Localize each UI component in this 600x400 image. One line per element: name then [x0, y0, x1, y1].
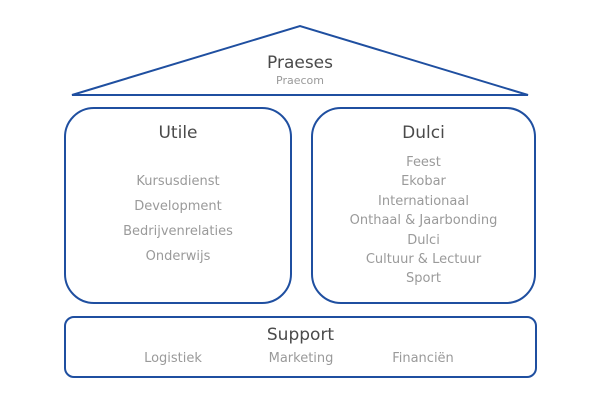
list-item: Kursusdienst	[136, 174, 220, 189]
list-item: Ekobar	[401, 174, 446, 190]
list-item: Financiën	[392, 351, 454, 366]
pillar-title: Dulci	[402, 123, 445, 143]
list-item: Development	[134, 199, 222, 214]
support-foundation: Support Logistiek Marketing Financiën	[64, 316, 537, 378]
list-item: Onthaal & Jaarbonding	[349, 213, 498, 229]
roof-triangle	[71, 24, 529, 96]
pillar-utile: Utile Kursusdienst Development Bedrijven…	[64, 107, 292, 304]
list-item: Cultuur & Lectuur	[365, 251, 482, 267]
list-item: Onderwijs	[145, 249, 211, 264]
roof-subtitle: Praecom	[276, 74, 324, 87]
pillar-item-list: Kursusdienst Development Bedrijvenrelati…	[66, 169, 290, 269]
support-item-list: Logistiek Marketing Financiën	[66, 350, 535, 368]
list-item: Bedrijvenrelaties	[123, 224, 233, 239]
support-title: Support	[266, 325, 335, 345]
roof-title: Praeses	[267, 53, 333, 73]
list-item: Logistiek	[144, 351, 202, 366]
pillar-item-list: Feest Ekobar Internationaal Onthaal & Ja…	[313, 153, 534, 289]
pillar-dulci: Dulci Feest Ekobar Internationaal Onthaa…	[311, 107, 536, 304]
list-item: Marketing	[268, 351, 334, 366]
list-item: Internationaal	[378, 193, 469, 209]
list-item: Sport	[406, 271, 441, 287]
pillar-title: Utile	[158, 123, 198, 143]
list-item: Feest	[406, 155, 441, 170]
list-item: Dulci	[407, 232, 440, 248]
